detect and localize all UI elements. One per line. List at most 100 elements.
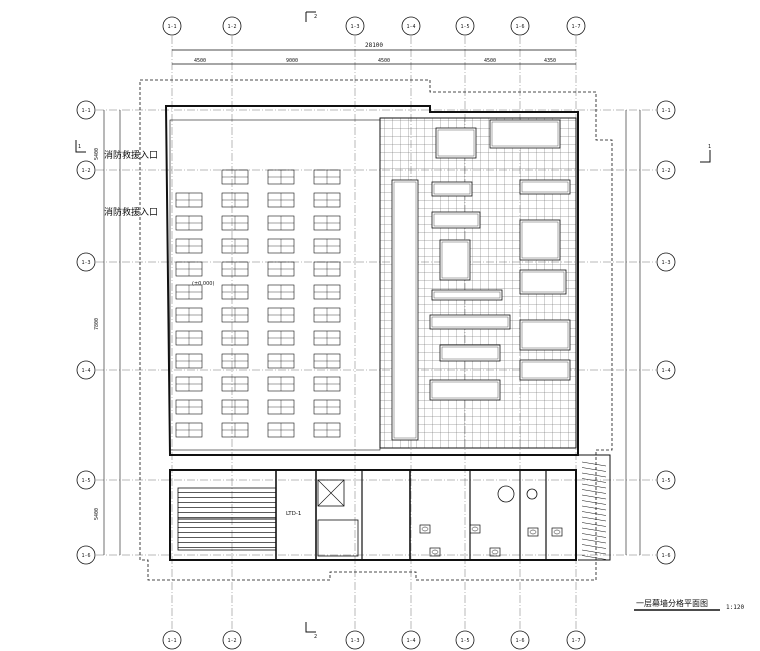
dining-table <box>175 192 203 208</box>
dining-table <box>221 330 249 346</box>
grid-axis-top: 1-1 1-2 1-3 1-4 1-5 1-6 1-7 <box>162 16 586 36</box>
grid-bubble-left-1: 1-1 <box>76 100 96 120</box>
dining-table <box>175 422 203 438</box>
dining-table <box>175 353 203 369</box>
ramp-step <box>581 511 607 516</box>
dining-table <box>267 192 295 208</box>
span-dim-2: 9000 <box>286 58 298 64</box>
grid-bubble-left-label: 1-2 <box>81 168 90 174</box>
ramp-step <box>581 489 607 494</box>
dining-table <box>313 422 341 438</box>
grid-bubble-top-7: 1-7 <box>566 16 586 36</box>
grid-bubble-left-label: 1-1 <box>81 108 90 114</box>
dining-table <box>267 238 295 254</box>
ramp-step <box>581 527 607 533</box>
dining-table <box>267 169 295 185</box>
ramp-step <box>581 555 607 560</box>
dining-table <box>267 215 295 231</box>
dining-elev-note: (±0.000) <box>192 281 214 287</box>
ramp-step <box>581 533 607 538</box>
fire-rescue-entry-1: 消防救援入口 <box>104 149 158 161</box>
grid-bubble-right-2: 1-2 <box>656 160 676 180</box>
grid-axis-left: 1-1 1-2 1-3 1-4 1-5 1-6 <box>76 100 96 565</box>
grid-bubble-top-1: 1-1 <box>162 16 182 36</box>
dining-table <box>313 330 341 346</box>
fire-rescue-entry-2: 消防救援入口 <box>104 206 158 218</box>
section-mark-bottom: 2 <box>314 634 317 640</box>
dining-table <box>313 353 341 369</box>
grid-bubble-right-label: 1-1 <box>661 108 670 114</box>
dining-table <box>267 376 295 392</box>
dining-table <box>175 399 203 415</box>
grid-bubble-left-6: 1-6 <box>76 545 96 565</box>
dining-table <box>267 284 295 300</box>
grid-bubble-bottom-3: 1-3 <box>345 630 365 650</box>
dining-table <box>267 399 295 415</box>
grid-bubble-bottom-6: 1-6 <box>510 630 530 650</box>
ramp-step <box>581 461 607 467</box>
grid-bubble-bottom-2: 1-2 <box>222 630 242 650</box>
grid-bubble-bottom-5: 1-5 <box>455 630 475 650</box>
grid-bubble-top-5: 1-5 <box>455 16 475 36</box>
grid-axis-bottom: 1-1 1-2 1-3 1-4 1-5 1-6 1-7 <box>162 630 586 650</box>
grid-bubble-right-label: 1-6 <box>661 553 670 559</box>
left-dimensions: 5400 7800 5400 <box>94 110 121 555</box>
kitchen-equipment <box>431 289 503 301</box>
dining-table <box>175 215 203 231</box>
kitchen-equipment <box>519 179 571 195</box>
dining-table <box>175 284 203 300</box>
curtain-wall-outline <box>139 79 613 581</box>
span-dim-5: 4350 <box>544 58 556 64</box>
dining-table <box>221 353 249 369</box>
kitchen-equipment <box>431 211 481 229</box>
service-block: LTD-1 <box>169 469 577 561</box>
exterior-ramp <box>578 454 611 561</box>
kitchen-equipment <box>429 379 501 401</box>
kitchen-equipment <box>431 181 473 197</box>
grid-bubble-top-label: 1-1 <box>167 24 176 30</box>
grid-bubble-left-label: 1-3 <box>81 260 90 266</box>
dining-table <box>313 192 341 208</box>
section-mark-left: 1 <box>78 144 81 150</box>
grid-bubble-left-4: 1-4 <box>76 360 96 380</box>
span-dim-4: 4500 <box>484 58 496 64</box>
grid-bubble-left-label: 1-5 <box>81 478 90 484</box>
grid-bubble-top-label: 1-7 <box>571 24 580 30</box>
kitchen-equipment <box>439 239 471 281</box>
grid-bubble-bottom-label: 1-2 <box>227 638 236 644</box>
ramp-step <box>581 483 607 489</box>
top-dimension: 28100 4500 9000 4500 4500 4350 <box>172 42 576 65</box>
dining-table <box>221 238 249 254</box>
dining-table <box>267 261 295 277</box>
vdim-2: 7800 <box>94 318 100 330</box>
dining-table <box>175 261 203 277</box>
span-dim-1: 4500 <box>194 58 206 64</box>
kitchen-equipment <box>489 119 561 149</box>
toilet-fixture <box>489 547 501 557</box>
grid-bubble-top-2: 1-2 <box>222 16 242 36</box>
grid-bubble-bottom-label: 1-1 <box>167 638 176 644</box>
ramp-step <box>581 505 607 511</box>
ramp-step <box>581 478 607 483</box>
kitchen-area <box>379 117 577 449</box>
ramp-step <box>581 494 607 500</box>
grid-bubble-top-3: 1-3 <box>345 16 365 36</box>
dining-table <box>267 353 295 369</box>
dining-table <box>221 169 249 185</box>
section-mark-right: 1 <box>708 144 711 150</box>
dining-table <box>221 399 249 415</box>
dining-table <box>221 261 249 277</box>
grid-axis-right: 1-11-21-31-41-51-6 <box>656 100 676 565</box>
kitchen-equipment <box>435 127 477 159</box>
grid-bubble-top-4: 1-4 <box>401 16 421 36</box>
grid-bubble-top-label: 1-6 <box>515 24 524 30</box>
grid-bubble-top-label: 1-5 <box>460 24 469 30</box>
dining-table <box>175 307 203 323</box>
grid-bubble-bottom-label: 1-7 <box>571 638 580 644</box>
grid-bubble-bottom-4: 1-4 <box>401 630 421 650</box>
grid-bubble-right-label: 1-2 <box>661 168 670 174</box>
total-dimension-text: 28100 <box>365 42 383 49</box>
dining-table <box>313 261 341 277</box>
kitchen-equipment <box>429 314 511 330</box>
